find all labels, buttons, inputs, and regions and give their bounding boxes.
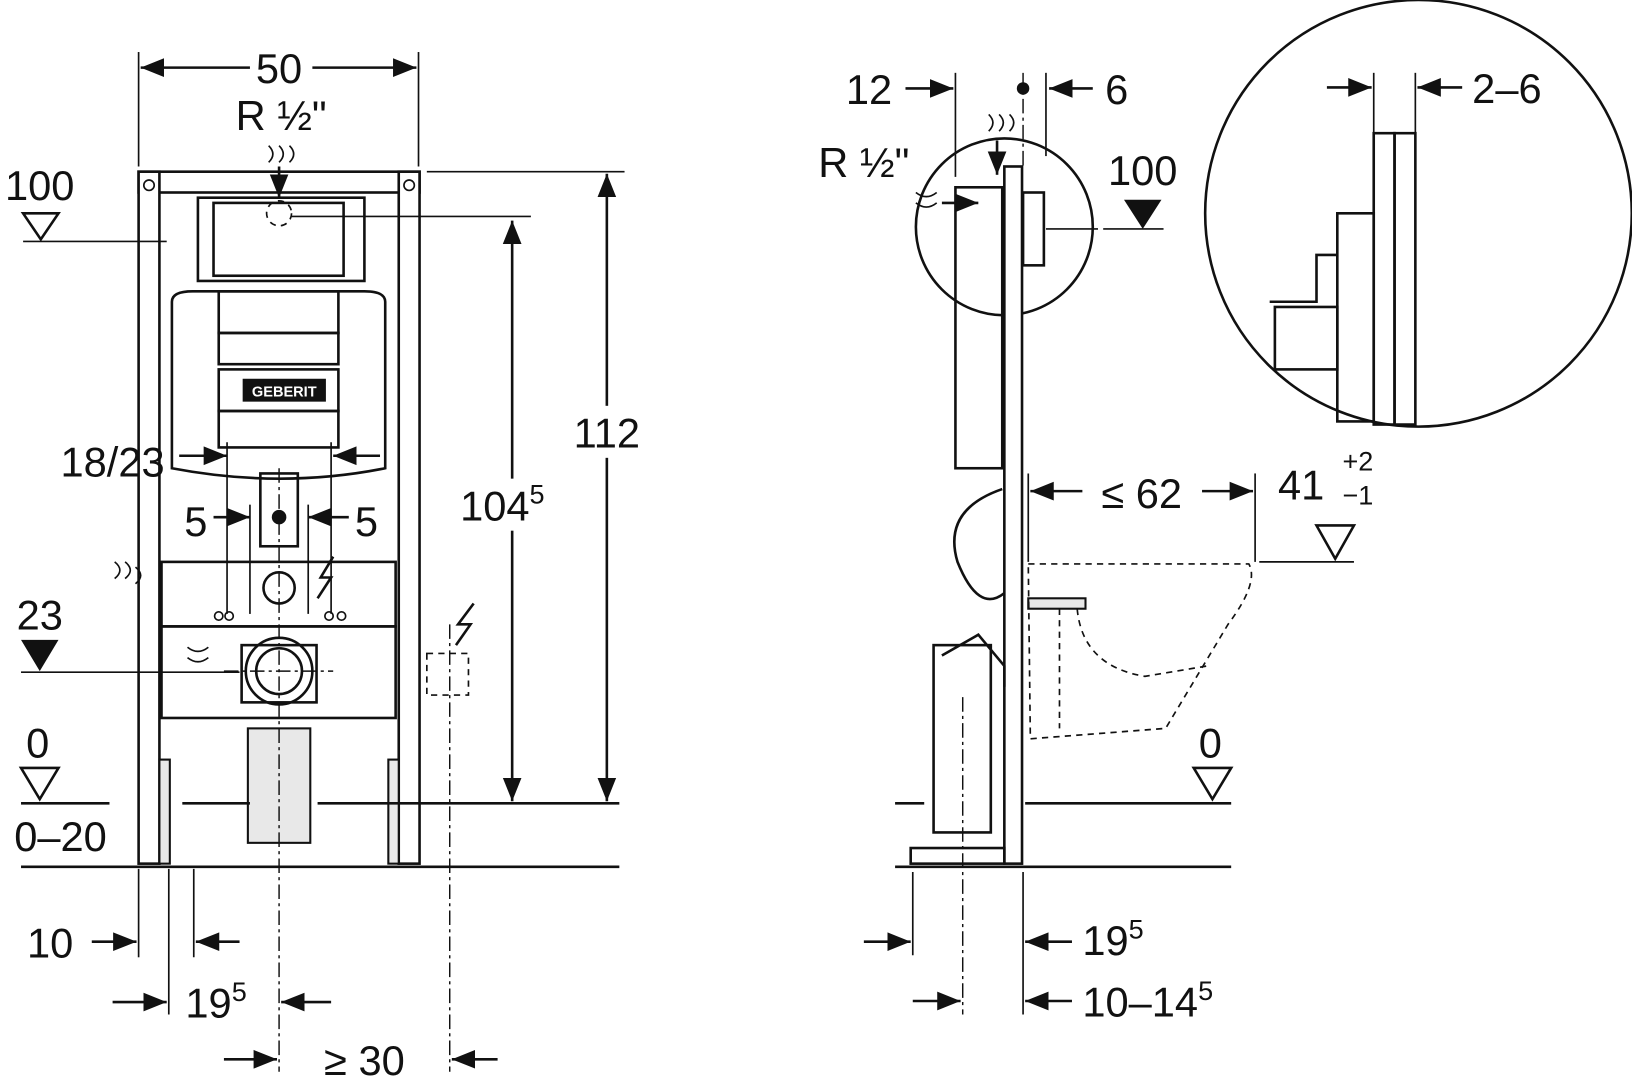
depth-label: 195 [1082,915,1143,965]
side-level-0-label: 0 [1199,720,1222,767]
center-offset-label: 195 [185,977,246,1027]
width-dimension: 50 [256,45,302,92]
side-level-100-label: 100 [1108,147,1177,194]
water-wave-icon [114,561,142,585]
depth-range-label: 10–145 [1082,976,1213,1026]
detail-thickness-label: 2–6 [1472,65,1541,112]
side-water-connection-label: R ½" [818,139,909,186]
seat-tolerance-plus: +2 [1343,446,1374,476]
drain-wave-icon [186,646,209,663]
offset-right-label: 5 [355,498,378,545]
side-view: 12 6 R ½" 100 [818,66,1373,1026]
height-104-5-label: 1045 [460,480,544,530]
water-connection-label: R ½" [236,92,327,139]
seat-height-label: 41 [1278,461,1324,508]
detail-view: 2–6 [1203,0,1632,428]
front-view: 50 R ½" GEBERIT [5,45,656,1078]
offset-left-label: 5 [184,498,207,545]
power-distance-label: ≥ 30 [324,1037,405,1078]
level-0-label: 0 [26,720,49,767]
left-offset-label: 12 [846,66,892,113]
level-100-label: 100 [5,162,74,209]
foot-offset-label: 10 [27,919,73,966]
level-23-label: 23 [17,592,63,639]
water-supply-icon [268,145,295,163]
seat-tolerance-minus: −1 [1343,481,1374,511]
height-112-label: 112 [574,409,640,456]
geberit-logo: GEBERIT [252,384,317,400]
floor-adjust-label: 0–20 [14,813,107,860]
flush-width-label: 18/23 [61,439,165,486]
water-supply-icon [988,113,1015,132]
right-offset-label: 6 [1105,66,1128,113]
bowl-projection-label: ≤ 62 [1101,470,1182,517]
electric-icon-2 [316,556,335,600]
electric-icon [454,602,475,646]
